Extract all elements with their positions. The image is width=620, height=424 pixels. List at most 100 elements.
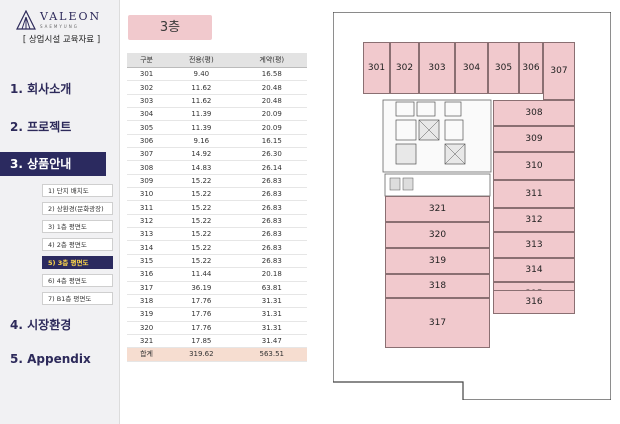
exclusive-area-cell: 17.76 — [166, 294, 237, 309]
unit-number-cell: 317 — [127, 281, 167, 295]
unit-number-cell: 316 — [127, 267, 167, 282]
nav-item-market[interactable]: 4. 시장환경 — [10, 318, 72, 332]
unit-309[interactable]: 309 — [493, 126, 575, 152]
unit-304[interactable]: 304 — [455, 42, 488, 94]
exclusive-area-cell: 11.62 — [166, 80, 237, 95]
unit-number-cell: 312 — [127, 214, 167, 229]
unit-number-cell: 305 — [127, 120, 167, 135]
exclusive-area-cell: 15.22 — [166, 187, 237, 202]
unit-307[interactable]: 307 — [543, 42, 575, 100]
nav-item-company[interactable]: 1. 회사소개 — [10, 82, 72, 96]
unit-number-cell: 306 — [127, 134, 167, 149]
unit-319[interactable]: 319 — [385, 248, 490, 274]
subnav-floor-4[interactable]: 6) 4층 평면도 — [42, 274, 113, 287]
course-label: [ 상업시설 교육자료 ] — [22, 35, 101, 45]
contract-area-cell: 26.83 — [236, 254, 307, 269]
unit-306[interactable]: 306 — [519, 42, 543, 94]
subnav-floor-2[interactable]: 4) 2층 평면도 — [42, 238, 113, 251]
contract-area-cell: 31.47 — [236, 334, 307, 349]
unit-number-cell: 308 — [127, 160, 167, 175]
exclusive-area-cell: 15.22 — [166, 227, 237, 242]
subnav-floor-3[interactable]: 5) 3층 평면도 — [42, 256, 113, 269]
contract-area-cell: 26.30 — [236, 147, 307, 162]
unit-number-cell: 302 — [127, 80, 167, 95]
contract-area-cell: 63.81 — [236, 281, 307, 295]
unit-302[interactable]: 302 — [390, 42, 419, 94]
floor-badge: 3층 — [128, 15, 212, 40]
unit-321[interactable]: 321 — [385, 196, 490, 222]
contract-area-cell: 26.83 — [236, 240, 307, 255]
col-header-contract: 계약(평) — [236, 53, 307, 68]
contract-area-cell: 26.83 — [236, 214, 307, 229]
exclusive-area-cell: 9.40 — [166, 67, 237, 82]
unit-308[interactable]: 308 — [493, 100, 575, 126]
contract-area-cell: 26.83 — [236, 174, 307, 189]
unit-number-cell: 313 — [127, 227, 167, 242]
unit-number-cell: 304 — [127, 107, 167, 122]
contract-area-cell: 20.09 — [236, 120, 307, 135]
logo-mark-icon — [16, 10, 36, 30]
exclusive-area-cell: 17.76 — [166, 321, 237, 335]
exclusive-area-cell: 15.22 — [166, 254, 237, 269]
unit-313[interactable]: 313 — [493, 232, 575, 258]
unit-310[interactable]: 310 — [493, 152, 575, 180]
exclusive-area-cell: 17.85 — [166, 334, 237, 349]
contract-area-cell: 26.83 — [236, 187, 307, 202]
brand-sub: SAEMYUNG — [40, 24, 79, 29]
subnav-floor-b1[interactable]: 7) B1층 평면도 — [42, 292, 113, 305]
unit-number-cell: 309 — [127, 174, 167, 189]
contract-area-cell: 26.14 — [236, 160, 307, 175]
unit-number-cell: 303 — [127, 94, 167, 109]
unit-318[interactable]: 318 — [385, 274, 490, 298]
exclusive-area-cell: 11.39 — [166, 120, 237, 135]
exclusive-area-cell: 15.22 — [166, 214, 237, 229]
nav-item-products[interactable]: 3. 상품안내 — [0, 152, 106, 176]
unit-311[interactable]: 311 — [493, 180, 575, 208]
subnav-floor-1[interactable]: 3) 1층 평면도 — [42, 220, 113, 233]
contract-area-cell: 20.48 — [236, 94, 307, 109]
unit-305[interactable]: 305 — [488, 42, 519, 94]
unit-312[interactable]: 312 — [493, 208, 575, 232]
contract-area-cell: 20.48 — [236, 80, 307, 95]
exclusive-area-cell: 9.16 — [166, 134, 237, 149]
unit-number-cell: 311 — [127, 200, 167, 215]
subnav-site-plan[interactable]: 1) 단지 배치도 — [42, 184, 113, 197]
unit-number-cell: 314 — [127, 240, 167, 255]
contract-area-cell: 26.83 — [236, 227, 307, 242]
contract-area-cell: 31.31 — [236, 321, 307, 335]
nav-item-appendix[interactable]: 5. Appendix — [10, 352, 91, 366]
exclusive-area-cell: 14.92 — [166, 147, 237, 162]
unit-320[interactable]: 320 — [385, 222, 490, 248]
unit-number-cell: 320 — [127, 321, 167, 335]
unit-316[interactable]: 316 — [493, 290, 575, 314]
subnav-environment[interactable]: 2) 상환경(문화광장) — [42, 202, 113, 215]
nav-item-project[interactable]: 2. 프로젝트 — [10, 120, 72, 134]
unit-314[interactable]: 314 — [493, 258, 575, 282]
unit-number-cell: 310 — [127, 187, 167, 202]
unit-317[interactable]: 317 — [385, 298, 490, 348]
unit-303[interactable]: 303 — [419, 42, 455, 94]
brand-logo[interactable]: VALEON SAEMYUNG — [16, 8, 108, 32]
exclusive-area-cell: 11.44 — [166, 267, 237, 282]
unit-301[interactable]: 301 — [363, 42, 390, 94]
